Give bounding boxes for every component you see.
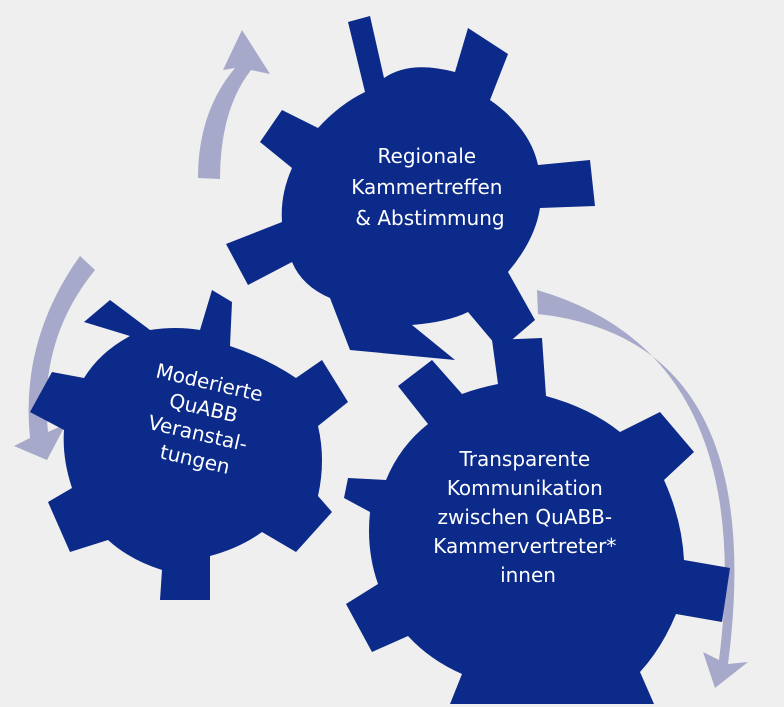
gear-right-line-2: Kommunikation [447, 476, 603, 500]
gear-top-line-1: Regionale [378, 144, 477, 168]
gear-right-label: Transparente Kommunikation zwischen QuAB… [433, 447, 623, 587]
gear-right-line-3: zwischen QuABB- [438, 505, 613, 529]
gear-top-body [226, 16, 595, 360]
gear-right-line-5: innen [500, 563, 556, 587]
arrow-top-left [198, 30, 270, 179]
gear-top-label: Regionale Kammertreffen & Abstimmung [351, 144, 509, 230]
gear-right: Transparente Kommunikation zwischen QuAB… [344, 338, 730, 704]
gear-left: Moderierte QuABB Veranstal- tungen [30, 290, 348, 600]
gear-top: Regionale Kammertreffen & Abstimmung [226, 16, 595, 360]
arrow-right [537, 290, 748, 688]
gear-left-body [30, 290, 348, 600]
gear-top-line-3: & Abstimmung [355, 206, 504, 230]
gear-top-line-2: Kammertreffen [351, 175, 502, 199]
gear-right-line-1: Transparente [458, 447, 590, 471]
gear-right-body [344, 338, 730, 704]
gear-right-line-4: Kammervertreter* [433, 534, 616, 558]
